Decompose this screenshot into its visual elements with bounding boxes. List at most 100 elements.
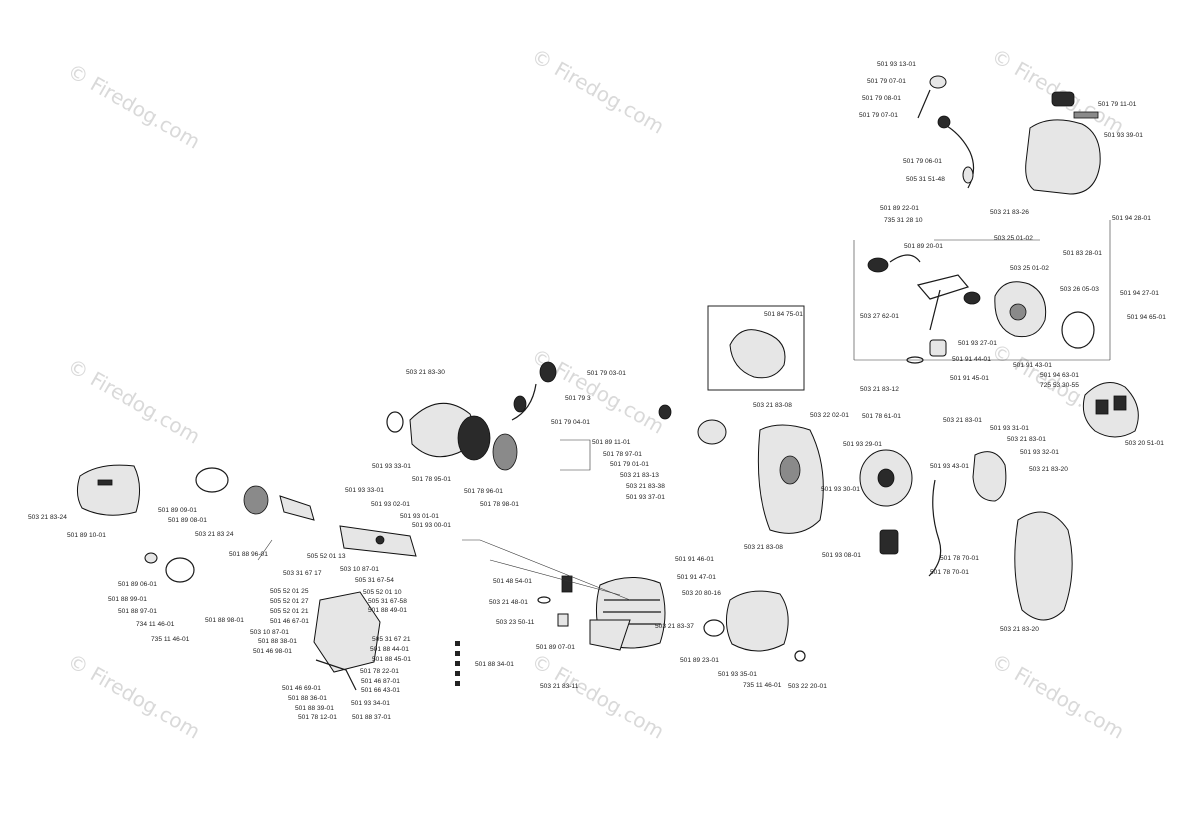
hardware-bit bbox=[455, 651, 460, 656]
part-label: 501 88 34-01 bbox=[475, 661, 514, 668]
part-label: 501 88 39-01 bbox=[295, 705, 334, 712]
clip-part bbox=[889, 254, 921, 263]
part-label: 501 46 69-01 bbox=[282, 685, 321, 692]
part-label: 503 10 87-01 bbox=[340, 566, 379, 573]
choke-part bbox=[243, 485, 269, 515]
ignition-wire-part bbox=[928, 479, 942, 577]
part-label: 501 89 23-01 bbox=[680, 657, 719, 664]
coil-part bbox=[879, 529, 899, 555]
part-label: 501 94 27-01 bbox=[1120, 290, 1159, 297]
part-label: 735 31 28 10 bbox=[884, 217, 923, 224]
part-label: 503 22 02-01 bbox=[810, 412, 849, 419]
part-label: 501 91 46-01 bbox=[675, 556, 714, 563]
part-label: 501 46 98-01 bbox=[253, 648, 292, 655]
part-label: 501 93 29-01 bbox=[843, 441, 882, 448]
group-bracket bbox=[462, 539, 631, 601]
part-label: 501 93 27-01 bbox=[958, 340, 997, 347]
bearing-part bbox=[963, 291, 981, 305]
switch-part bbox=[539, 361, 557, 383]
part-label: 505 52 01 27 bbox=[270, 598, 309, 605]
part-label: 501 93 08-01 bbox=[822, 552, 861, 559]
part-label: 501 93 02-01 bbox=[371, 501, 410, 508]
part-label: 501 78 12-01 bbox=[298, 714, 337, 721]
part-label: 501 93 33-01 bbox=[345, 487, 384, 494]
part-label: 503 21 83-08 bbox=[753, 402, 792, 409]
crankshaft-part bbox=[916, 274, 970, 300]
bracket-part bbox=[279, 495, 315, 521]
part-label: 505 52 01 13 bbox=[307, 553, 346, 560]
part-label: 501 91 44-01 bbox=[952, 356, 991, 363]
spark-plug-cap bbox=[561, 575, 573, 593]
part-label: 503 21 83-37 bbox=[655, 623, 694, 630]
part-label: 503 21 83-20 bbox=[1000, 626, 1039, 633]
part-label: 501 79 07-01 bbox=[859, 112, 898, 119]
part-label: 501 78 96-01 bbox=[464, 488, 503, 495]
part-label: 501 78 70-01 bbox=[940, 555, 979, 562]
watermark: © Firedog.com bbox=[528, 344, 669, 439]
part-label: 501 79 06-01 bbox=[903, 158, 942, 165]
part-label: 501 94 65-01 bbox=[1127, 314, 1166, 321]
watermark: © Firedog.com bbox=[64, 59, 205, 154]
inset-box bbox=[707, 305, 805, 391]
part-label: 501 91 43-01 bbox=[1013, 362, 1052, 369]
knob-part bbox=[929, 75, 947, 89]
part-label: 503 21 83-11 bbox=[540, 683, 579, 690]
part-label: 501 46 87-01 bbox=[361, 678, 400, 685]
filter-part bbox=[1073, 111, 1099, 119]
part-label: 503 26 05-03 bbox=[1060, 286, 1099, 293]
part-drawings bbox=[76, 75, 1139, 691]
conrod-part bbox=[929, 289, 941, 331]
watermark: © Firedog.com bbox=[528, 649, 669, 744]
part-label: 501 48 54-01 bbox=[493, 578, 532, 585]
air-filter-cover-part bbox=[76, 464, 140, 516]
pulley-part bbox=[492, 433, 518, 471]
part-label: 505 31 67-58 bbox=[368, 598, 407, 605]
watermark: © Firedog.com bbox=[64, 649, 205, 744]
part-label: 501 46 67-01 bbox=[270, 618, 309, 625]
carb-diaphragm bbox=[315, 659, 357, 691]
part-label: 501 79 04-01 bbox=[551, 419, 590, 426]
part-label: 501 78 95-01 bbox=[412, 476, 451, 483]
part-label: 501 83 28-01 bbox=[1063, 250, 1102, 257]
gasket-part bbox=[703, 619, 725, 637]
ignition-module-part bbox=[972, 451, 1007, 502]
part-label: 501 89 09-01 bbox=[158, 507, 197, 514]
part-label: 503 21 83-20 bbox=[1029, 466, 1068, 473]
flywheel-hub bbox=[877, 468, 895, 488]
part-label: 501 66 43-01 bbox=[361, 687, 400, 694]
part-label: 501 89 22-01 bbox=[880, 205, 919, 212]
part-label: 503 21 83-38 bbox=[626, 483, 665, 490]
part-label: 503 21 83-26 bbox=[990, 209, 1029, 216]
crankcase-cover-part bbox=[1061, 311, 1095, 349]
spark-plug bbox=[557, 613, 569, 627]
part-label: 501 93 39-01 bbox=[1104, 132, 1143, 139]
piston-part bbox=[929, 339, 947, 357]
part-label: 501 93 34-01 bbox=[351, 700, 390, 707]
part-label: 501 78 97-01 bbox=[603, 451, 642, 458]
part-label: 503 21 83-24 bbox=[28, 514, 67, 521]
nut-part bbox=[658, 404, 672, 420]
hardware-bit bbox=[455, 681, 460, 686]
part-label: 501 93 37-01 bbox=[626, 494, 665, 501]
part-label: 501 88 45-01 bbox=[372, 656, 411, 663]
part-label: 501 79 08-01 bbox=[862, 95, 901, 102]
part-label: 501 89 06-01 bbox=[118, 581, 157, 588]
part-label: 503 23 50-11 bbox=[496, 619, 535, 626]
part-label: 503 21 83-13 bbox=[620, 472, 659, 479]
part-label: 505 31 67-54 bbox=[355, 577, 394, 584]
part-label: 503 21 48-01 bbox=[489, 599, 528, 606]
part-label: 501 93 13-01 bbox=[877, 61, 916, 68]
part-label: 501 89 11-01 bbox=[592, 439, 631, 446]
part-label: 501 88 96-01 bbox=[229, 551, 268, 558]
air-filter-part bbox=[195, 467, 229, 493]
nut-part bbox=[794, 650, 806, 662]
part-label: 503 10 87-01 bbox=[250, 629, 289, 636]
part-label: 501 89 08-01 bbox=[168, 517, 207, 524]
recoil-spring-part bbox=[457, 415, 491, 461]
part-label: 501 91 45-01 bbox=[950, 375, 989, 382]
part-label: 501 88 49-01 bbox=[368, 607, 407, 614]
hardware-bit bbox=[455, 661, 460, 666]
part-label: 503 21 83-12 bbox=[860, 386, 899, 393]
part-label: 503 22 20-01 bbox=[788, 683, 827, 690]
